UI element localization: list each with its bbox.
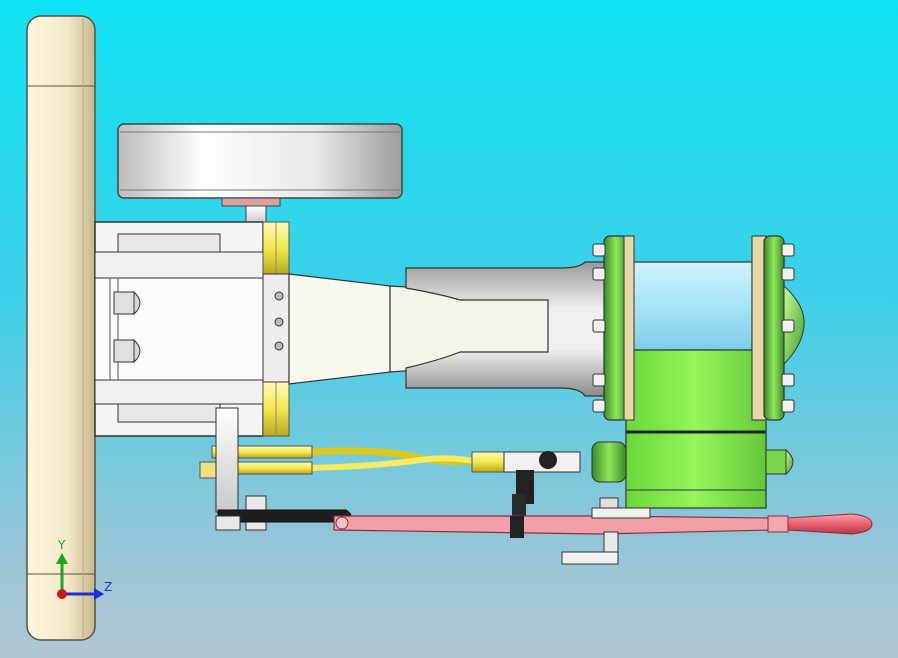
crank-frame[interactable]: [94, 221, 264, 437]
reverse-link[interactable]: [215, 509, 352, 531]
crosshead-guide[interactable]: [405, 261, 606, 397]
cap-nut-upper: [113, 290, 141, 316]
eccentric-rods[interactable]: [199, 445, 511, 479]
cylinder-block[interactable]: [625, 261, 767, 509]
flywheel[interactable]: [117, 123, 403, 225]
connecting-rod[interactable]: [288, 273, 561, 385]
x-axis-dot: [57, 589, 67, 599]
bearing-plate-upper: [262, 221, 290, 275]
cap-nut-lower: [113, 338, 141, 364]
y-axis-label: Y: [57, 538, 66, 552]
bearing-plate-lower: [262, 381, 290, 437]
valve-linkage[interactable]: [503, 451, 581, 516]
bearing-block: [262, 273, 290, 383]
flange-bolts-rear: [781, 243, 795, 413]
coordinate-triad: Y Z: [56, 538, 112, 600]
valve-spindle[interactable]: [591, 441, 794, 483]
cylinder-flange-front: [603, 235, 635, 421]
flange-bolts-front: [592, 243, 606, 413]
z-axis-label: Z: [104, 580, 112, 594]
cylinder-flange-rear: [751, 235, 785, 421]
lever-quadrant: [561, 531, 619, 565]
lever-handle[interactable]: [767, 513, 873, 535]
